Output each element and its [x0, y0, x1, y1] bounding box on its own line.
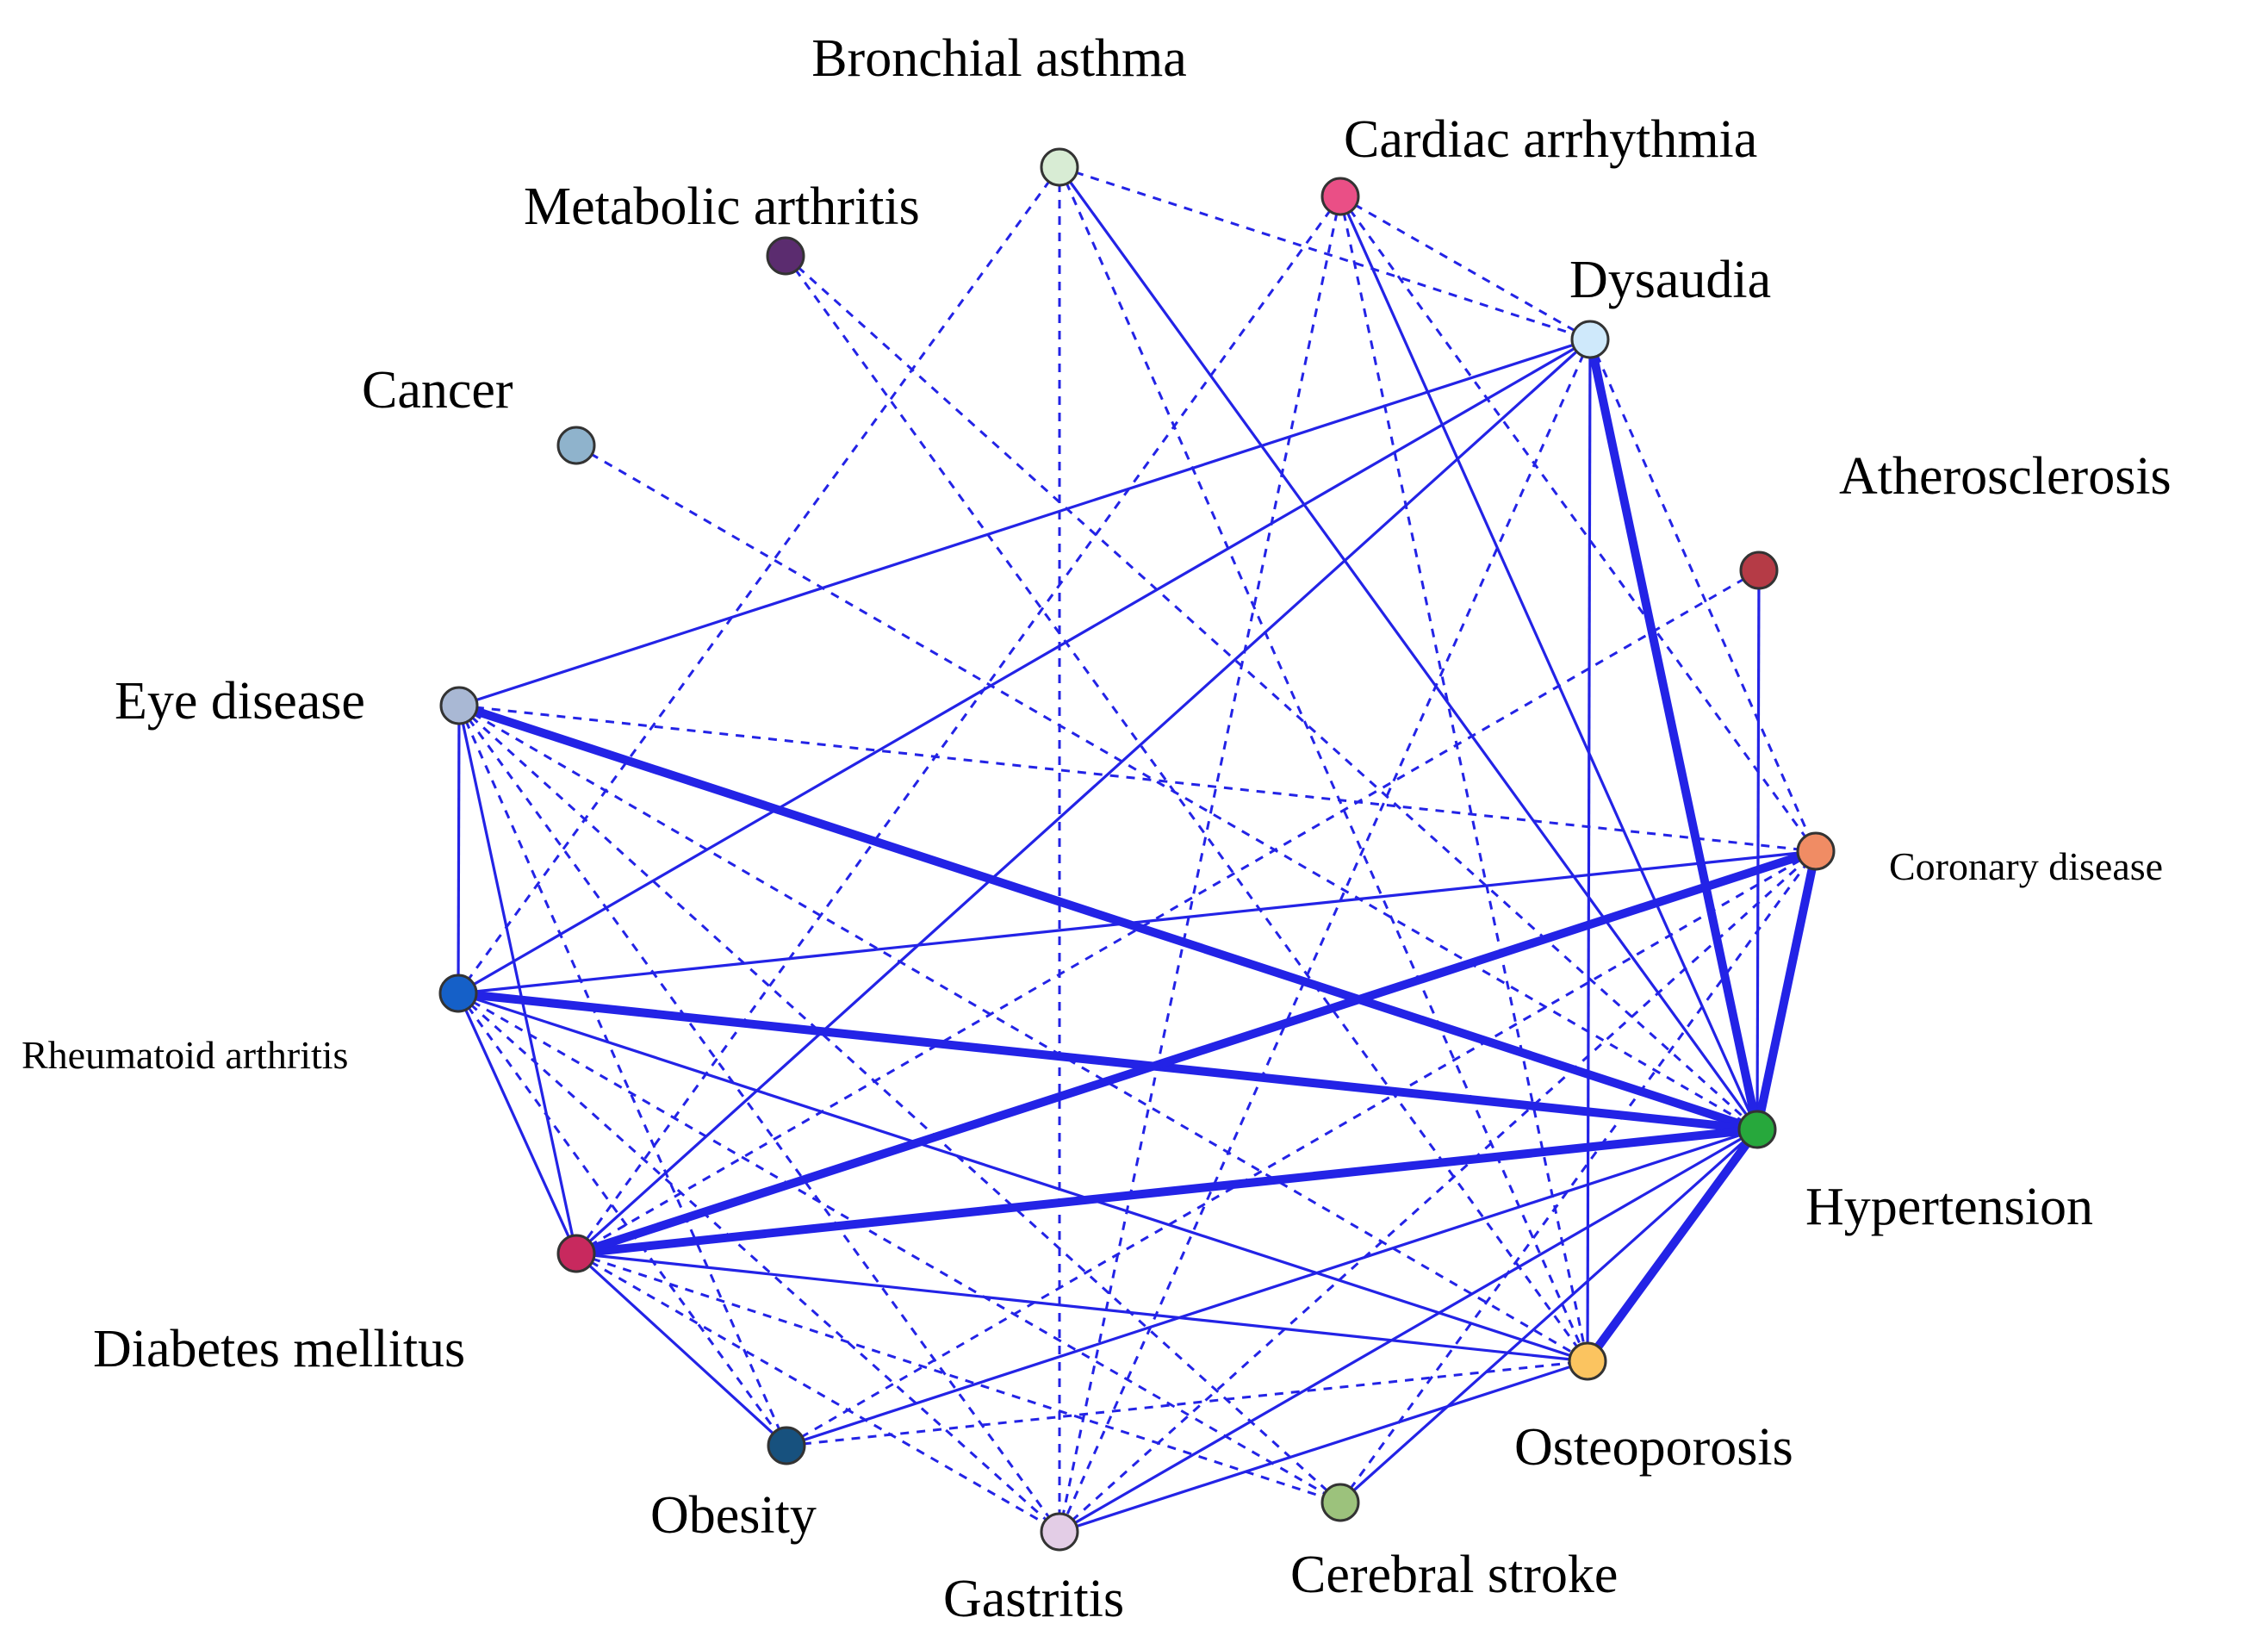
edge-eye-disease-to-hypertension [457, 701, 1759, 1134]
edge-rheumatoid-arthritis-to-hypertension [457, 989, 1758, 1134]
edge-rheumatoid-arthritis-to-coronary-disease [457, 849, 1817, 995]
label-obesity: Obesity [650, 1486, 817, 1545]
node-diabetes-mellitus [556, 1234, 596, 1273]
edge-cardiac-arrhythmia-to-osteoporosis [1339, 196, 1589, 1362]
node-metabolic-arthritis [766, 236, 805, 276]
edge-bronchial-asthma-to-osteoporosis [1058, 166, 1589, 1362]
node-bronchial-asthma [1040, 147, 1079, 187]
edge-obesity-to-hypertension [786, 1128, 1758, 1447]
edge-eye-disease-to-cerebral-stroke [457, 704, 1342, 1504]
edge-diabetes-mellitus-to-dysaudia [575, 338, 1592, 1255]
node-cardiac-arrhythmia [1320, 177, 1360, 216]
label-cerebral-stroke: Cerebral stroke [1290, 1546, 1618, 1604]
label-coronary-disease: Coronary disease [1889, 844, 2163, 888]
edge-dysaudia-to-hypertension [1586, 338, 1762, 1131]
edge-gastritis-to-hypertension [1059, 1128, 1758, 1534]
edge-eye-disease-to-obesity [457, 705, 788, 1446]
edge-coronary-disease-to-hypertension [1753, 849, 1820, 1131]
edge-cerebral-stroke-to-hypertension [1339, 1128, 1759, 1504]
node-cerebral-stroke [1320, 1483, 1360, 1522]
edge-rheumatoid-arthritis-to-cerebral-stroke [457, 992, 1341, 1504]
label-atherosclerosis: Atherosclerosis [1839, 447, 2172, 506]
edge-diabetes-mellitus-to-obesity [575, 1252, 788, 1447]
node-hypertension [1737, 1110, 1777, 1149]
edge-cardiac-arrhythmia-to-hypertension [1339, 196, 1759, 1130]
edge-eye-disease-to-dysaudia [458, 338, 1591, 707]
edge-eye-disease-to-coronary-disease [458, 704, 1817, 853]
edge-rheumatoid-arthritis-to-obesity [457, 992, 788, 1446]
node-atherosclerosis [1739, 551, 1779, 590]
edge-bronchial-asthma-to-rheumatoid-arthritis [457, 166, 1061, 994]
edge-obesity-to-coronary-disease [786, 849, 1817, 1447]
edge-gastritis-to-osteoporosis [1059, 1359, 1588, 1534]
edge-rheumatoid-arthritis-to-diabetes-mellitus [457, 992, 578, 1254]
edge-cerebral-stroke-to-coronary-disease [1339, 850, 1818, 1503]
edge-diabetes-mellitus-to-coronary-disease [575, 847, 1818, 1258]
edge-diabetes-mellitus-to-osteoporosis [575, 1252, 1588, 1363]
label-gastritis: Gastritis [943, 1570, 1124, 1628]
node-obesity [767, 1426, 806, 1465]
edge-cardiac-arrhythmia-to-coronary-disease [1339, 196, 1818, 852]
edges-layer [457, 165, 1820, 1534]
label-cardiac-arrhythmia: Cardiac arrhythmia [1344, 110, 1757, 169]
edge-eye-disease-to-diabetes-mellitus [457, 705, 578, 1254]
edge-cancer-to-hypertension [575, 444, 1758, 1131]
label-cancer: Cancer [362, 361, 513, 420]
node-rheumatoid-arthritis [438, 974, 478, 1013]
edge-bronchial-asthma-to-hypertension [1058, 166, 1759, 1130]
label-eye-disease: Eye disease [115, 672, 365, 731]
node-osteoporosis [1568, 1341, 1607, 1381]
label-osteoporosis: Osteoporosis [1514, 1418, 1793, 1477]
edge-dysaudia-to-coronary-disease [1588, 339, 1818, 852]
node-gastritis [1040, 1512, 1079, 1552]
edge-metabolic-arthritis-to-osteoporosis [784, 255, 1589, 1362]
edge-atherosclerosis-to-hypertension [1755, 569, 1761, 1130]
edge-cardiac-arrhythmia-to-diabetes-mellitus [575, 196, 1342, 1254]
label-diabetes-mellitus: Diabetes mellitus [93, 1320, 465, 1378]
node-dysaudia [1570, 320, 1610, 359]
edge-metabolic-arthritis-to-hypertension [784, 254, 1759, 1131]
edge-dysaudia-to-gastritis [1058, 339, 1592, 1533]
nodes-layer [438, 147, 1836, 1552]
label-metabolic-arthritis: Metabolic arthritis [524, 177, 920, 236]
label-hypertension: Hypertension [1805, 1178, 2093, 1236]
edge-eye-disease-to-rheumatoid-arthritis [457, 705, 461, 994]
node-coronary-disease [1796, 831, 1836, 871]
label-bronchial-asthma: Bronchial asthma [811, 29, 1187, 88]
edge-eye-disease-to-osteoporosis [458, 704, 1588, 1363]
edge-obesity-to-osteoporosis [786, 1359, 1588, 1447]
edge-diabetes-mellitus-to-cerebral-stroke [575, 1252, 1341, 1504]
edge-dysaudia-to-osteoporosis [1586, 339, 1592, 1362]
edge-rheumatoid-arthritis-to-dysaudia [457, 338, 1591, 995]
edge-diabetes-mellitus-to-hypertension [575, 1125, 1758, 1258]
edge-rheumatoid-arthritis-to-osteoporosis [457, 992, 1588, 1363]
edge-gastritis-to-coronary-disease [1058, 849, 1818, 1534]
edge-bronchial-asthma-to-dysaudia [1059, 165, 1591, 341]
edge-hypertension-to-osteoporosis [1583, 1127, 1762, 1364]
node-cancer [556, 426, 596, 465]
edge-diabetes-mellitus-to-gastritis [575, 1252, 1060, 1534]
node-eye-disease [439, 686, 479, 725]
edge-rheumatoid-arthritis-to-gastritis [457, 992, 1061, 1534]
edge-eye-disease-to-gastritis [457, 705, 1061, 1533]
edge-cardiac-arrhythmia-to-dysaudia [1339, 195, 1591, 341]
label-rheumatoid-arthritis: Rheumatoid arthritis [22, 1033, 348, 1077]
label-dysaudia: Dysaudia [1569, 251, 1771, 309]
